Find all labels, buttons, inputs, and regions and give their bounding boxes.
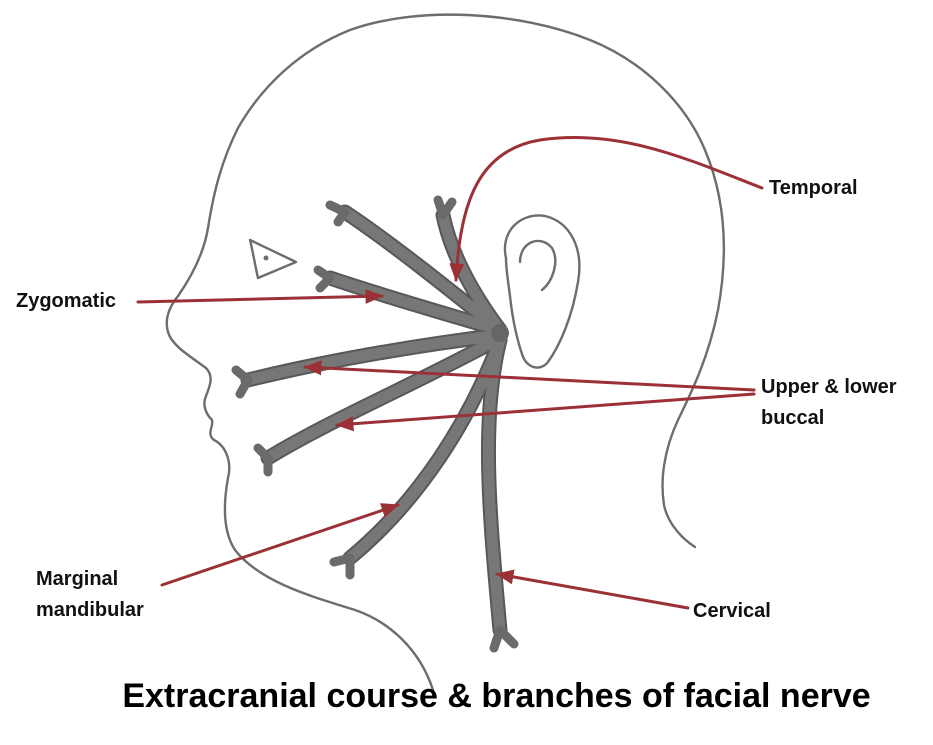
- branch-zygomatic-lower: [324, 272, 506, 336]
- eye-outline: [248, 238, 298, 280]
- fork-zygomatic-lower: [313, 265, 335, 293]
- arrow-lower-buccal: [335, 392, 756, 432]
- arrow-temporal: [449, 135, 764, 282]
- head-profile-line: [165, 13, 726, 692]
- arrow-cervical: [495, 569, 690, 610]
- leader-arrows: [136, 135, 764, 610]
- branch-upper-buccal: [242, 329, 506, 386]
- label-upper-lower-buccal: Upper & lower buccal: [761, 376, 897, 429]
- branch-cervical: [482, 334, 506, 636]
- label-marginal-mandibular: Marginal mandibular: [36, 568, 144, 621]
- figure-caption: Extracranial course & branches of facial…: [122, 677, 871, 715]
- fork-marginal-mandibular: [329, 553, 355, 580]
- eye-pupil: [263, 255, 269, 261]
- arrow-marginal-mandibular: [160, 503, 400, 587]
- ear-inner: [518, 239, 557, 292]
- fork-temporal: [433, 195, 457, 220]
- arrow-zygomatic: [136, 288, 384, 304]
- label-cervical: Cervical: [693, 600, 771, 622]
- branch-zygomatic-upper: [339, 206, 506, 336]
- branch-marginal-mandibular: [344, 334, 506, 564]
- fork-zygomatic-upper: [325, 200, 350, 227]
- arrow-upper-buccal: [303, 360, 756, 392]
- branch-lower-buccal: [262, 332, 506, 464]
- fork-upper-buccal: [231, 365, 253, 399]
- fork-lower-buccal: [253, 443, 273, 477]
- label-zygomatic: Zygomatic: [16, 290, 117, 312]
- ear-outer: [503, 214, 581, 369]
- fork-cervical: [489, 625, 519, 653]
- nerve-terminal-forks: [231, 195, 519, 653]
- facial-nerve: [231, 195, 519, 653]
- head-outline: [165, 13, 726, 692]
- nerve-trunk: [491, 324, 509, 342]
- label-temporal: Temporal: [769, 177, 858, 199]
